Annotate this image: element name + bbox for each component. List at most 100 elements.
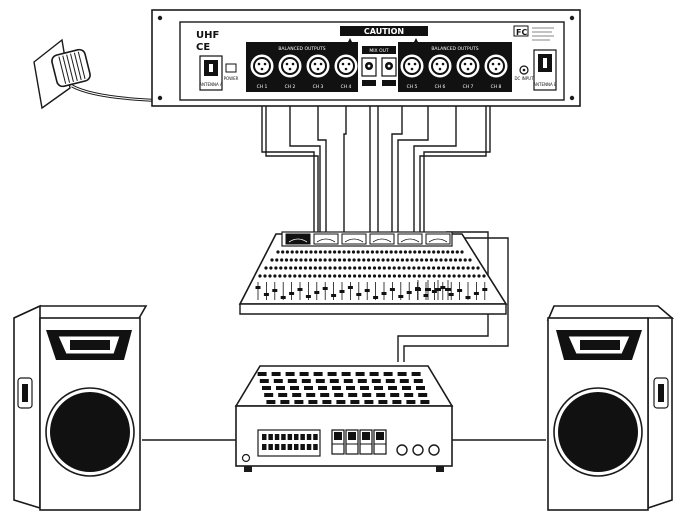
channel-fader[interactable]: [272, 282, 278, 300]
mixer-knob[interactable]: [323, 250, 327, 254]
mixer-knob[interactable]: [442, 274, 446, 278]
mixer-knob[interactable]: [441, 266, 446, 270]
mixer-knob[interactable]: [434, 258, 438, 262]
mixer-knob[interactable]: [273, 274, 277, 278]
mixer-knob[interactable]: [376, 258, 380, 262]
channel-fader[interactable]: [297, 282, 303, 300]
mixer-knob[interactable]: [427, 266, 431, 270]
mixer-knob[interactable]: [294, 258, 298, 262]
mixer-knob[interactable]: [363, 266, 367, 270]
mixer-knob[interactable]: [456, 266, 460, 270]
channel-fader[interactable]: [473, 282, 479, 300]
mixer-knob[interactable]: [285, 250, 289, 254]
mixer-knob[interactable]: [407, 274, 411, 278]
mixer-knob[interactable]: [269, 266, 273, 270]
mixer-knob[interactable]: [367, 274, 372, 278]
mixer-knob[interactable]: [462, 274, 466, 278]
mixer-knob[interactable]: [400, 258, 404, 262]
mixer-knob[interactable]: [333, 250, 337, 254]
antenna-a-connector[interactable]: ANTENNA A: [199, 55, 223, 91]
mixer-knob[interactable]: [429, 258, 433, 262]
mixer-knob[interactable]: [366, 250, 370, 254]
mixer-knob[interactable]: [417, 250, 422, 254]
amp-selector-switch[interactable]: [331, 429, 345, 455]
mixer-knob[interactable]: [318, 250, 323, 254]
mixer-knob[interactable]: [284, 258, 289, 262]
antenna-b-connector[interactable]: ANTENNA B: [533, 49, 557, 91]
mixer-knob[interactable]: [427, 250, 431, 254]
mixer-knob[interactable]: [377, 274, 382, 278]
mixer-knob[interactable]: [451, 266, 455, 270]
mixer-knob[interactable]: [362, 258, 366, 262]
mixer-knob[interactable]: [304, 250, 308, 254]
mixer-knob[interactable]: [422, 274, 426, 278]
mixer-knob[interactable]: [289, 266, 293, 270]
channel-fader[interactable]: [255, 282, 261, 300]
mixer-knob[interactable]: [472, 274, 476, 278]
mixer-knob[interactable]: [342, 250, 346, 254]
mixer-knob[interactable]: [407, 266, 411, 270]
mixer-knob[interactable]: [415, 258, 419, 262]
channel-fader[interactable]: [314, 282, 320, 300]
amp-power-button[interactable]: [241, 453, 251, 463]
mixer-knob[interactable]: [353, 266, 357, 270]
mixer-knob[interactable]: [318, 274, 322, 278]
mixer-knob[interactable]: [382, 274, 386, 278]
mixer-knob[interactable]: [333, 258, 337, 262]
mixer-knob[interactable]: [387, 266, 391, 270]
xlr-output-jack[interactable]: CH 8: [484, 54, 508, 90]
mixer-knob[interactable]: [338, 274, 342, 278]
mixer-knob[interactable]: [417, 274, 421, 278]
amp-selector-switch[interactable]: [345, 429, 359, 455]
amp-knob-3[interactable]: [428, 444, 440, 456]
mixer-knob[interactable]: [264, 266, 268, 270]
mixer-knob[interactable]: [439, 258, 443, 262]
mixer-knob[interactable]: [294, 266, 298, 270]
channel-fader[interactable]: [305, 282, 311, 300]
mixer-knob[interactable]: [347, 258, 351, 262]
mixer-knob[interactable]: [482, 274, 486, 278]
mixer-knob[interactable]: [308, 266, 312, 270]
channel-fader[interactable]: [398, 282, 404, 300]
mixer-knob[interactable]: [263, 274, 267, 278]
mixer-knob[interactable]: [275, 258, 279, 262]
mixer-knob[interactable]: [280, 258, 284, 262]
master-fader[interactable]: [415, 280, 421, 300]
channel-fader[interactable]: [263, 282, 269, 300]
amp-selector-switch[interactable]: [359, 429, 373, 455]
master-fader[interactable]: [445, 280, 451, 300]
mixer-knob[interactable]: [386, 258, 390, 262]
mixer-knob[interactable]: [328, 266, 332, 270]
mixer-knob[interactable]: [308, 274, 312, 278]
xlr-output-jack[interactable]: CH 1: [250, 54, 274, 90]
mixer-knob[interactable]: [436, 250, 440, 254]
xlr-output-jack[interactable]: CH 5: [400, 54, 424, 90]
mixer-knob[interactable]: [328, 274, 332, 278]
mixer-knob[interactable]: [391, 258, 395, 262]
mixer-knob[interactable]: [392, 274, 396, 278]
mixer-knob[interactable]: [299, 258, 303, 262]
mixer-knob[interactable]: [323, 258, 327, 262]
mixer-knob[interactable]: [412, 274, 416, 278]
mixer-knob[interactable]: [387, 274, 391, 278]
mixer-knob[interactable]: [258, 274, 262, 278]
mixer-knob[interactable]: [318, 258, 322, 262]
mixer-knob[interactable]: [467, 274, 471, 278]
mixer-knob[interactable]: [343, 266, 347, 270]
channel-fader[interactable]: [322, 282, 328, 300]
mixer-knob[interactable]: [298, 274, 302, 278]
mixer-knob[interactable]: [477, 274, 481, 278]
xlr-output-jack[interactable]: CH 2: [278, 54, 302, 90]
mixer-knob[interactable]: [402, 266, 406, 270]
mixer-knob[interactable]: [458, 258, 462, 262]
mixer-knob[interactable]: [432, 266, 436, 270]
mixer-knob[interactable]: [460, 250, 464, 254]
mixer-knob[interactable]: [313, 266, 317, 270]
mixer-knob[interactable]: [338, 266, 342, 270]
mixer-knob[interactable]: [441, 250, 445, 254]
mixer-knob[interactable]: [457, 274, 461, 278]
mixer-knob[interactable]: [367, 266, 372, 270]
mixer-knob[interactable]: [424, 258, 429, 262]
mixer-knob[interactable]: [347, 250, 351, 254]
amp-knob-1[interactable]: [396, 444, 408, 456]
